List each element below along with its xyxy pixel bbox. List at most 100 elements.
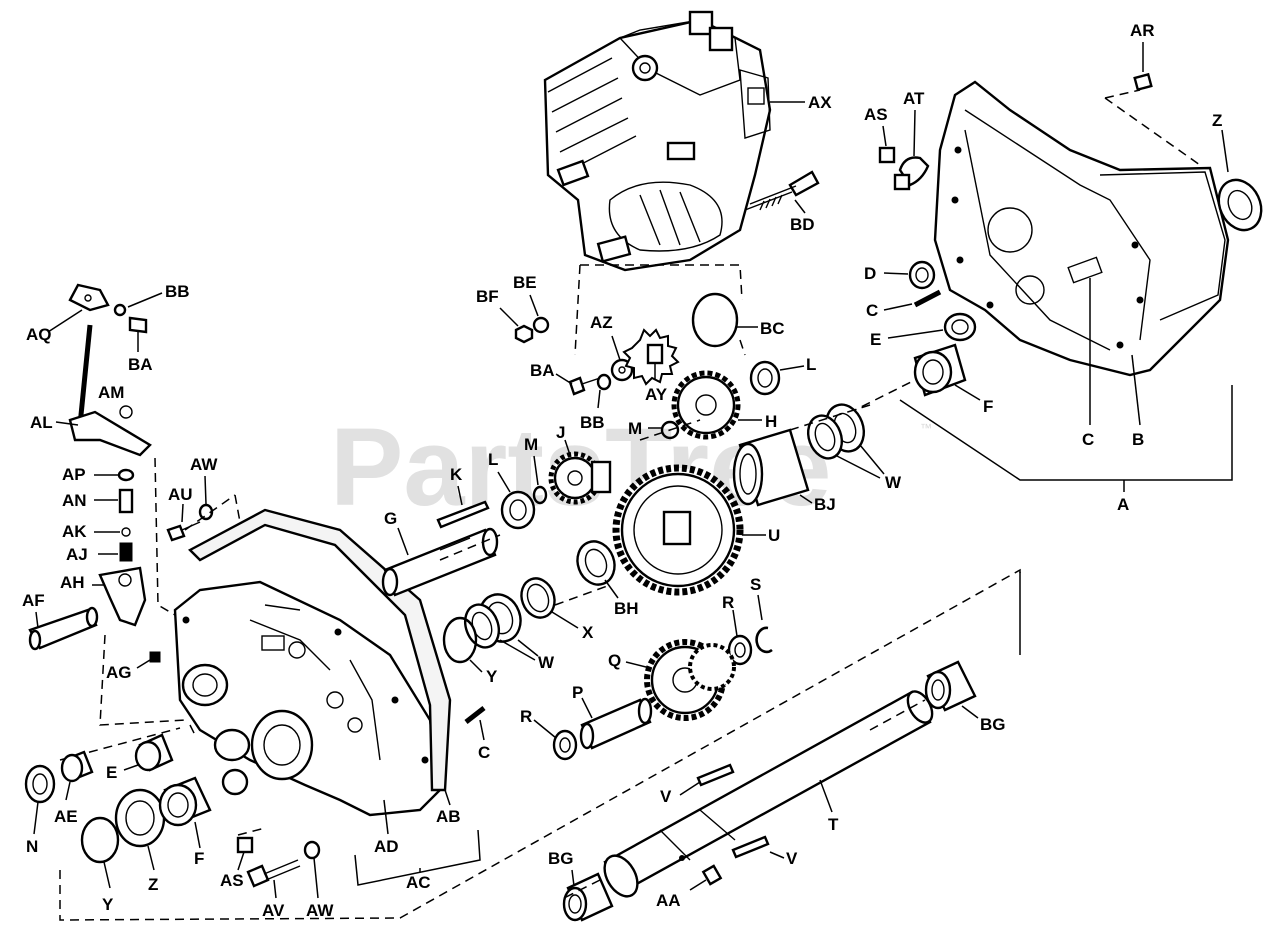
label-z-top: Z <box>1212 111 1222 130</box>
gear-h <box>671 370 741 440</box>
ring-m-left <box>532 485 548 505</box>
washer-r-bottom <box>552 729 578 761</box>
washer-aw-bottom <box>303 840 321 860</box>
label-ay: AY <box>645 385 668 404</box>
ball-ak <box>121 527 131 537</box>
bolt-av <box>246 859 301 888</box>
seal-z-bottom <box>114 788 166 848</box>
washer-be <box>532 316 550 334</box>
label-u: U <box>768 526 780 545</box>
pin-c-top <box>913 289 942 308</box>
label-ar: AR <box>1130 21 1155 40</box>
shift-rod-al <box>68 324 152 457</box>
shaft-t <box>603 690 934 898</box>
screw-ba-top <box>128 316 148 334</box>
bearing-f-bottom <box>158 776 212 827</box>
gear-j <box>548 451 612 505</box>
label-g: G <box>384 509 397 528</box>
label-bj: BJ <box>814 495 836 514</box>
label-a: A <box>1117 495 1129 514</box>
gear-q <box>644 639 736 721</box>
bearing-f-top <box>913 343 967 397</box>
label-aq: AQ <box>26 325 52 344</box>
label-bd: BD <box>790 215 815 234</box>
ring-y-bottom <box>80 816 120 864</box>
label-an: AN <box>62 491 87 510</box>
label-c-top: C <box>866 301 878 320</box>
key-v-bottom <box>731 835 770 859</box>
label-am: AM <box>98 383 124 402</box>
label-r-top: R <box>722 593 734 612</box>
shaft-p <box>579 697 653 750</box>
oring-bc <box>691 292 739 348</box>
label-be: BE <box>513 273 537 292</box>
screw-ar <box>1133 72 1153 92</box>
label-ap: AP <box>62 465 86 484</box>
label-al: AL <box>30 413 53 432</box>
ring-m-mid <box>660 420 680 440</box>
label-av: AV <box>262 901 285 920</box>
bushing-bj <box>732 428 810 507</box>
label-ae: AE <box>54 807 78 826</box>
bearing-bg-bottom <box>562 872 614 922</box>
left-housing-part <box>173 580 442 817</box>
bearing-e-top <box>943 312 977 342</box>
label-e-top: E <box>870 330 881 349</box>
label-l-right: L <box>806 355 816 374</box>
elbow-at <box>893 156 930 191</box>
label-e-left: E <box>106 763 117 782</box>
shaft-af <box>28 606 99 651</box>
nut-bf <box>514 324 534 344</box>
seal-z-top <box>1217 178 1263 232</box>
label-bb-mid: BB <box>580 413 605 432</box>
fitting-an <box>118 488 134 514</box>
label-l-left: L <box>488 450 498 469</box>
label-z-bottom: Z <box>148 875 158 894</box>
gear-ay <box>622 328 680 386</box>
screw-aa <box>701 864 723 886</box>
label-at: AT <box>903 89 925 108</box>
screw-as-bottom <box>236 836 254 854</box>
washer-ap <box>117 468 135 482</box>
bearing-bh <box>576 540 616 586</box>
label-ad: AD <box>374 837 399 856</box>
label-ah: AH <box>60 573 85 592</box>
label-aj: AJ <box>66 545 88 564</box>
ring-w-left <box>463 593 522 649</box>
watermark-trademark: ™ <box>920 421 932 435</box>
label-ba-mid: BA <box>530 361 555 380</box>
key-v-mid <box>696 763 735 787</box>
label-aw-bottom: AW <box>306 901 334 920</box>
label-c-mid: C <box>478 743 490 762</box>
label-w-left: W <box>538 653 555 672</box>
nut-bb-top <box>113 303 127 317</box>
bracket-aq <box>68 283 110 312</box>
label-ba-top: BA <box>128 355 153 374</box>
washer-r-top <box>727 634 753 666</box>
label-bb-top: BB <box>165 282 190 301</box>
pin-c-mid <box>464 706 486 724</box>
engine-part <box>543 10 805 272</box>
label-w-right: W <box>885 473 902 492</box>
screw-ag <box>149 651 161 663</box>
washer-l-left <box>500 490 536 530</box>
bearing-d <box>908 260 936 290</box>
label-ax: AX <box>808 93 832 112</box>
label-bh: BH <box>614 599 639 618</box>
label-c-right: C <box>1082 430 1094 449</box>
bearing-e-left <box>134 733 174 772</box>
label-bf: BF <box>476 287 499 306</box>
label-aw-top: AW <box>190 455 218 474</box>
label-bg-bottom: BG <box>548 849 574 868</box>
bolt-au <box>166 521 201 542</box>
label-t: T <box>828 815 839 834</box>
label-az: AZ <box>590 313 613 332</box>
spring-aj <box>119 542 133 562</box>
label-y-mid: Y <box>486 667 498 686</box>
label-m-mid: M <box>628 419 642 438</box>
label-v-mid: V <box>660 787 672 806</box>
label-y-bottom: Y <box>102 895 114 914</box>
bearing-bg-right <box>924 660 977 712</box>
key-k <box>436 500 490 529</box>
